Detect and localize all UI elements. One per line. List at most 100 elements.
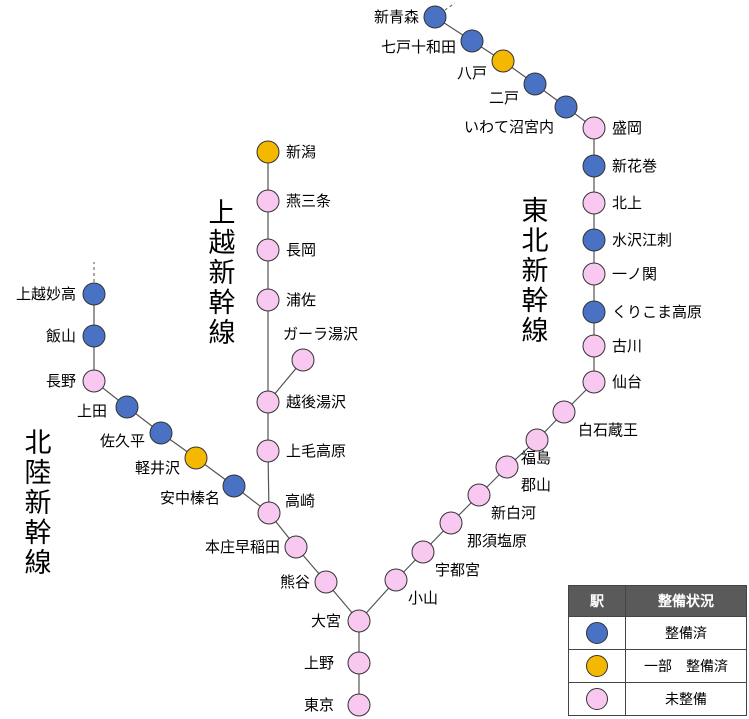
line-name-tohoku: 東北新幹線 bbox=[522, 196, 549, 347]
station-marker-kurikoma bbox=[582, 300, 606, 324]
station-koriyama: 郡山 bbox=[495, 455, 551, 494]
station-shinaomori: 新青森 bbox=[374, 5, 447, 29]
station-label-honjo: 本庄早稲田 bbox=[205, 538, 280, 556]
track-lines bbox=[93, 2, 595, 705]
station-label-nagaoka: 長岡 bbox=[286, 241, 316, 259]
station-label-kumagaya: 熊谷 bbox=[280, 573, 310, 591]
station-echigoyuzawa: 越後湯沢 bbox=[256, 390, 346, 414]
station-furukawa: 古川 bbox=[582, 334, 642, 358]
station-label-kitakami: 北上 bbox=[612, 194, 642, 212]
station-marker-mizusawaesashi bbox=[582, 228, 606, 252]
station-iwatenumakunai: いわて沼宮内 bbox=[464, 95, 578, 136]
station-label-furukawa: 古川 bbox=[612, 337, 642, 355]
station-label-echigoyuzawa: 越後湯沢 bbox=[286, 393, 346, 411]
station-oyama: 小山 bbox=[384, 568, 438, 607]
station-shinshirakawa: 新白河 bbox=[467, 483, 536, 522]
station-label-sendai: 仙台 bbox=[612, 373, 642, 391]
legend-header-station: 駅 bbox=[568, 585, 626, 617]
legend-swatch-done bbox=[586, 622, 608, 644]
station-marker-furukawa bbox=[582, 334, 606, 358]
station-iiyama: 飯山 bbox=[46, 324, 106, 348]
station-label-nagano: 長野 bbox=[46, 372, 76, 390]
station-marker-kumagaya bbox=[314, 570, 338, 594]
legend-header: 駅 整備状況 bbox=[568, 585, 747, 617]
station-shichinohe: 七戸十和田 bbox=[381, 29, 484, 56]
station-karuizawa: 軽井沢 bbox=[135, 446, 208, 477]
legend-swatch-undone bbox=[586, 688, 608, 710]
station-ueda: 上田 bbox=[77, 395, 139, 420]
station-marker-shinhanamaki bbox=[582, 154, 606, 178]
station-label-hachinohe: 八戸 bbox=[457, 64, 487, 82]
station-label-shiroishizao: 白石蔵王 bbox=[578, 421, 638, 439]
station-marker-koriyama bbox=[495, 455, 519, 479]
station-marker-tokyo bbox=[347, 693, 371, 717]
station-label-shinhanamaki: 新花巻 bbox=[612, 157, 657, 175]
station-marker-sendai bbox=[582, 370, 606, 394]
station-marker-jomokogen bbox=[256, 439, 280, 463]
station-label-ueda: 上田 bbox=[77, 402, 107, 420]
legend-header-status: 整備状況 bbox=[625, 585, 747, 617]
station-label-morioka: 盛岡 bbox=[612, 119, 642, 137]
stations: 東京上野大宮小山宇都宮那須塩原新白河郡山福島白石蔵王仙台古川くりこま高原一ノ関水… bbox=[16, 5, 702, 717]
station-nasushiobara: 那須塩原 bbox=[439, 511, 527, 550]
station-nagaoka: 長岡 bbox=[256, 238, 316, 262]
station-label-utsunomiya: 宇都宮 bbox=[435, 561, 480, 579]
station-takasaki: 高崎 bbox=[257, 492, 315, 525]
legend-label-partial: 一部 整備済 bbox=[625, 649, 747, 683]
station-ninohe: 二戸 bbox=[489, 72, 547, 107]
legend-row-partial: 一部 整備済 bbox=[568, 649, 747, 683]
station-label-jomokogen: 上毛高原 bbox=[286, 442, 346, 460]
station-marker-nagano bbox=[82, 369, 106, 393]
station-marker-annakaharuna bbox=[222, 474, 246, 498]
station-label-annakaharuna: 安中榛名 bbox=[160, 489, 220, 507]
station-marker-takasaki bbox=[257, 501, 281, 525]
station-marker-joetsumyoko bbox=[82, 282, 106, 306]
station-marker-morioka bbox=[582, 116, 606, 140]
station-marker-tsubamesanjo bbox=[256, 189, 280, 213]
station-label-ichinoseki: 一ノ関 bbox=[612, 265, 657, 283]
station-tokyo: 東京 bbox=[304, 693, 371, 717]
station-marker-galayuzawa bbox=[291, 348, 315, 372]
station-label-fukushima: 福島 bbox=[521, 449, 551, 467]
station-marker-hachinohe bbox=[491, 49, 515, 73]
station-marker-shiroishizao bbox=[552, 400, 576, 424]
shinaomori-continuation bbox=[434, 2, 456, 18]
station-label-kurikoma: くりこま高原 bbox=[612, 303, 702, 321]
station-niigata: 新潟 bbox=[256, 140, 316, 164]
legend-swatch-partial bbox=[586, 655, 608, 677]
station-jomokogen: 上毛高原 bbox=[256, 439, 346, 463]
track-segment-1 bbox=[267, 152, 360, 622]
station-marker-echigoyuzawa bbox=[256, 390, 280, 414]
station-nagano: 長野 bbox=[46, 369, 106, 393]
station-ueno: 上野 bbox=[304, 651, 371, 675]
station-fukushima: 福島 bbox=[521, 428, 551, 467]
station-kitakami: 北上 bbox=[582, 191, 642, 215]
station-galayuzawa: ガーラ湯沢 bbox=[283, 325, 358, 372]
station-marker-kitakami bbox=[582, 191, 606, 215]
station-tsubamesanjo: 燕三条 bbox=[256, 189, 331, 213]
station-sakudaira: 佐久平 bbox=[100, 421, 173, 450]
station-label-shinshirakawa: 新白河 bbox=[491, 504, 536, 522]
station-shinhanamaki: 新花巻 bbox=[582, 154, 657, 178]
station-morioka: 盛岡 bbox=[582, 116, 642, 140]
legend-row-undone: 未整備 bbox=[568, 682, 747, 716]
station-marker-iiyama bbox=[82, 324, 106, 348]
station-marker-niigata bbox=[256, 140, 280, 164]
station-honjo: 本庄早稲田 bbox=[205, 535, 308, 559]
station-label-koriyama: 郡山 bbox=[521, 476, 551, 494]
station-label-sakudaira: 佐久平 bbox=[100, 432, 145, 450]
station-label-oyama: 小山 bbox=[408, 589, 438, 607]
station-label-tsubamesanjo: 燕三条 bbox=[286, 192, 331, 210]
station-marker-nagaoka bbox=[256, 238, 280, 262]
station-marker-ueno bbox=[347, 651, 371, 675]
station-label-tokyo: 東京 bbox=[304, 696, 334, 714]
station-urasa: 浦佐 bbox=[256, 288, 316, 312]
station-marker-urasa bbox=[256, 288, 280, 312]
station-marker-nasushiobara bbox=[439, 511, 463, 535]
station-marker-shinshirakawa bbox=[467, 483, 491, 507]
station-label-nasushiobara: 那須塩原 bbox=[467, 532, 527, 550]
station-label-shinaomori: 新青森 bbox=[374, 8, 419, 26]
station-marker-ichinoseki bbox=[582, 262, 606, 286]
